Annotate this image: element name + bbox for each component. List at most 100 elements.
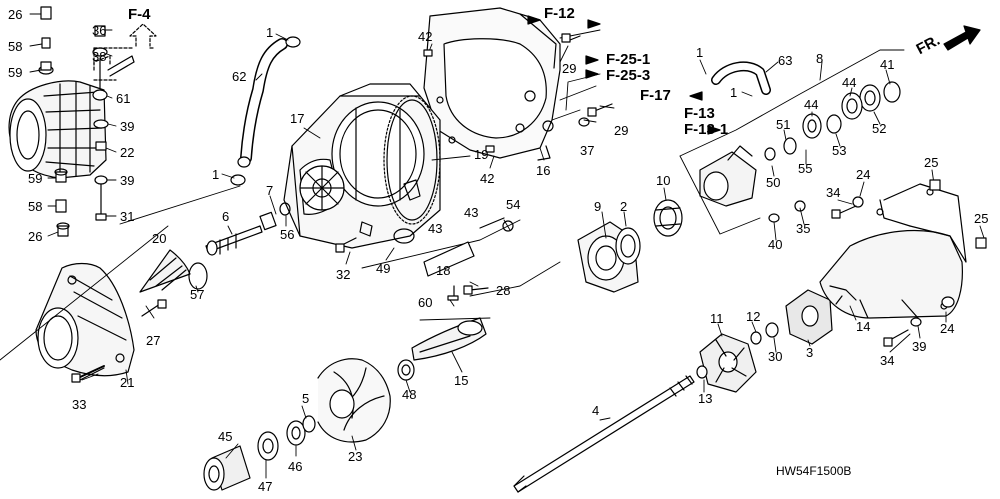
callout-1: 1 xyxy=(212,167,220,182)
callout-57: 57 xyxy=(190,287,205,302)
callout-54: 54 xyxy=(506,197,521,212)
nozzle-21 xyxy=(35,262,135,379)
callout-27: 27 xyxy=(146,333,161,348)
callout-38: 38 xyxy=(92,49,107,64)
callout-13: 13 xyxy=(698,391,713,406)
housing-9 xyxy=(577,221,641,293)
impeller-ring-19 xyxy=(383,95,441,225)
reference-arrows xyxy=(527,15,721,135)
callout-42: 42 xyxy=(418,29,433,44)
callout-22: 22 xyxy=(120,145,135,160)
callout-18: 18 xyxy=(436,263,451,278)
callout-leader-lines xyxy=(29,13,985,479)
ref-f4: F-4 xyxy=(128,6,151,23)
callout-17: 17 xyxy=(290,111,305,126)
ref-f25-1: F-25-1 xyxy=(606,51,651,68)
callout-48: 48 xyxy=(402,387,417,402)
callout-28: 28 xyxy=(496,283,511,298)
front-direction-arrow xyxy=(943,25,981,51)
callout-10: 10 xyxy=(656,173,671,188)
callout-25: 25 xyxy=(974,211,989,226)
callout-59: 59 xyxy=(28,171,43,186)
diagram-code: HW54F1500B xyxy=(776,464,852,478)
impeller-23 xyxy=(317,358,391,443)
callout-19: 19 xyxy=(474,147,489,162)
callout-26: 26 xyxy=(28,229,43,244)
callout-16: 16 xyxy=(536,163,551,178)
callout-42: 42 xyxy=(480,171,495,186)
pump-fitting xyxy=(699,145,757,207)
duct-cover-14 xyxy=(819,183,967,319)
callout-24: 24 xyxy=(856,167,871,182)
small-bolts xyxy=(71,33,987,383)
callout-46: 46 xyxy=(288,459,303,474)
callout-9: 9 xyxy=(594,199,602,214)
callout-53: 53 xyxy=(832,143,847,158)
callout-40: 40 xyxy=(768,237,783,252)
callout-41: 41 xyxy=(880,57,895,72)
pump-housing xyxy=(423,7,561,161)
callout-1: 1 xyxy=(730,85,738,100)
cone-20 xyxy=(139,249,208,293)
callout-5: 5 xyxy=(302,391,310,406)
bearing-stack xyxy=(764,81,901,161)
callout-2: 2 xyxy=(620,199,628,214)
callout-52: 52 xyxy=(872,121,887,136)
intake-mount-bracket xyxy=(8,80,107,179)
callout-15: 15 xyxy=(454,373,469,388)
drive-shaft-4 xyxy=(513,375,695,493)
ref-f12: F-12 xyxy=(544,5,575,22)
callout-47: 47 xyxy=(258,479,273,494)
bearing-parts xyxy=(203,359,415,491)
ref-f17: F-17 xyxy=(640,87,671,104)
callout-1: 1 xyxy=(696,45,704,60)
callout-4: 4 xyxy=(592,403,600,418)
callout-14: 14 xyxy=(856,319,871,334)
callout-58: 58 xyxy=(28,199,43,214)
callout-20: 20 xyxy=(152,231,167,246)
callout-37: 37 xyxy=(580,143,595,158)
callout-24: 24 xyxy=(940,321,955,336)
hose-63 xyxy=(711,61,771,95)
callout-44: 44 xyxy=(842,75,857,90)
pump-case-17 xyxy=(283,83,441,249)
callout-34: 34 xyxy=(826,185,841,200)
ring-10 xyxy=(653,199,683,237)
callout-50: 50 xyxy=(766,175,781,190)
intake-grate-15 xyxy=(411,317,487,361)
callout-60: 60 xyxy=(418,295,433,310)
callout-36: 36 xyxy=(92,23,107,38)
callout-1: 1 xyxy=(266,25,274,40)
callout-44: 44 xyxy=(804,97,819,112)
reference-lines xyxy=(0,29,905,361)
f4-reference-arrow xyxy=(93,23,157,65)
callout-55: 55 xyxy=(798,161,813,176)
callout-35: 35 xyxy=(796,221,811,236)
callout-26: 26 xyxy=(8,7,23,22)
callout-39: 39 xyxy=(120,173,135,188)
ref-f13: F-13 xyxy=(684,105,715,122)
callout-21: 21 xyxy=(120,375,135,390)
callout-34: 34 xyxy=(880,353,895,368)
shaft-6 xyxy=(205,202,291,256)
callout-61: 61 xyxy=(116,91,131,106)
callout-58: 58 xyxy=(8,39,23,54)
left-fastener-column xyxy=(38,6,135,237)
stator-3 xyxy=(785,289,833,345)
callout-29: 29 xyxy=(562,61,577,76)
callout-11: 11 xyxy=(710,311,724,326)
callout-31: 31 xyxy=(120,209,135,224)
callout-62: 62 xyxy=(232,69,247,84)
ref-f25-3: F-25-3 xyxy=(606,67,651,84)
ref-f13-1: F-13-1 xyxy=(684,121,729,138)
callout-45: 45 xyxy=(218,429,233,444)
callout-39: 39 xyxy=(912,339,927,354)
callout-56: 56 xyxy=(280,227,295,242)
hose-62 xyxy=(230,36,301,186)
callout-43: 43 xyxy=(464,205,479,220)
callout-63: 63 xyxy=(778,53,793,68)
callout-32: 32 xyxy=(336,267,351,282)
callout-8: 8 xyxy=(816,51,824,66)
callout-3: 3 xyxy=(806,345,814,360)
callout-25: 25 xyxy=(924,155,939,170)
